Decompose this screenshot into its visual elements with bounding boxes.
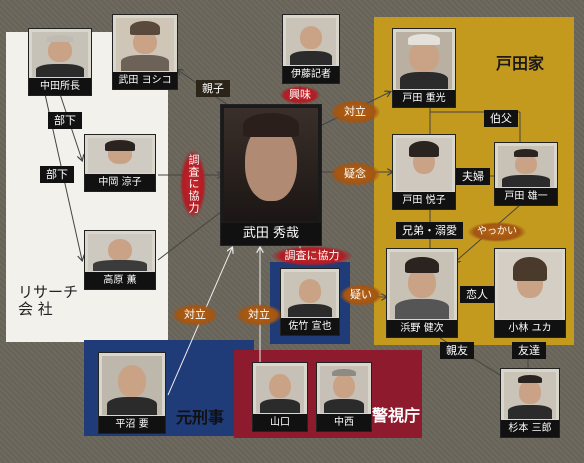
relation-suspicion: 疑念 — [330, 162, 380, 186]
portrait-photo — [102, 356, 162, 415]
person-sugimoto-saburo[interactable]: 杉本 三郎 — [500, 368, 560, 438]
person-name: 中岡 涼子 — [85, 174, 155, 191]
person-takeda-hideya[interactable]: 武田 秀哉 — [220, 104, 322, 246]
toda-family-label: 戸田家 — [496, 54, 545, 73]
person-name: 戸田 重光 — [393, 90, 455, 107]
relation-conflict-left: 対立 — [172, 304, 218, 326]
relation-conflict-toda: 対立 — [330, 100, 380, 124]
person-toda-etsuko[interactable]: 戸田 悦子 — [392, 134, 456, 210]
person-name: 戸田 雄一 — [495, 188, 557, 205]
portrait-photo — [32, 32, 88, 77]
person-hamano-kenji[interactable]: 浜野 健次 — [386, 248, 458, 338]
relation-parent-child: 親子 — [196, 80, 230, 97]
person-hiranuma-kaname[interactable]: 平沼 要 — [98, 352, 166, 434]
person-name: 伊藤記者 — [283, 66, 339, 83]
person-name: 平沼 要 — [99, 416, 165, 433]
person-name: 山口 — [253, 414, 307, 431]
person-ito-reporter[interactable]: 伊藤記者 — [282, 14, 340, 84]
relation-best-friend: 親友 — [440, 342, 474, 359]
relation-investigation-help-vertical: 調査に協力 — [180, 150, 206, 218]
portrait-photo — [88, 234, 152, 271]
portrait-photo — [498, 146, 554, 187]
person-name: 武田 秀哉 — [221, 223, 321, 245]
portrait-photo — [224, 108, 318, 221]
portrait-photo — [498, 252, 562, 319]
person-name: 杉本 三郎 — [501, 420, 559, 437]
person-nakaoka-ryoko[interactable]: 中岡 涼子 — [84, 134, 156, 192]
person-name: 浜野 健次 — [387, 320, 457, 337]
relation-friend: 友達 — [512, 342, 546, 359]
portrait-photo — [396, 32, 452, 89]
person-toda-shigemitsu[interactable]: 戸田 重光 — [392, 28, 456, 108]
person-name: 佐竹 宣也 — [281, 318, 339, 335]
relation-conflict-middle: 対立 — [236, 304, 282, 326]
portrait-photo — [256, 366, 304, 413]
person-name: 武田 ヨシコ — [113, 72, 177, 89]
portrait-photo — [396, 138, 452, 191]
person-takeda-yoshiko[interactable]: 武田 ヨシコ — [112, 14, 178, 90]
person-name: 中田所長 — [29, 78, 91, 95]
relation-subordinate-1: 部下 — [48, 112, 82, 129]
relation-troublesome: やっかい — [468, 222, 526, 242]
portrait-photo — [320, 366, 368, 413]
person-name: 中西 — [317, 414, 371, 431]
person-nakata-chief[interactable]: 中田所長 — [28, 28, 92, 96]
portrait-photo — [284, 272, 336, 317]
relation-sibling-doting: 兄弟・溺愛 — [396, 222, 463, 239]
person-sasatake-nobuya[interactable]: 佐竹 宣也 — [280, 268, 340, 336]
relation-doubt: 疑い — [340, 284, 382, 306]
person-toda-yuichi[interactable]: 戸田 雄一 — [494, 142, 558, 206]
relation-investigation-help: 調査に協力 — [272, 246, 352, 266]
portrait-photo — [286, 18, 336, 65]
person-takahara-kaoru[interactable]: 高原 薫 — [84, 230, 156, 290]
portrait-photo — [504, 372, 556, 419]
person-name: 高原 薫 — [85, 272, 155, 289]
relation-lovers: 恋人 — [460, 286, 494, 303]
relation-married: 夫婦 — [456, 168, 490, 185]
research-company-label: リサーチ 会 社 — [18, 283, 79, 318]
relation-interest: 興味 — [280, 86, 320, 104]
person-yamaguchi[interactable]: 山口 — [252, 362, 308, 432]
person-name: 小林 ユカ — [495, 320, 565, 337]
person-nakanishi[interactable]: 中西 — [316, 362, 372, 432]
relation-uncle: 伯父 — [484, 110, 518, 127]
portrait-photo — [88, 138, 152, 173]
police-label: 警視庁 — [372, 406, 421, 425]
ex-detective-label: 元刑事 — [176, 408, 225, 427]
person-name: 戸田 悦子 — [393, 192, 455, 209]
person-kobayashi-yuka[interactable]: 小林 ユカ — [494, 248, 566, 338]
portrait-photo — [116, 18, 174, 71]
portrait-photo — [390, 252, 454, 319]
relation-subordinate-2: 部下 — [40, 166, 74, 183]
